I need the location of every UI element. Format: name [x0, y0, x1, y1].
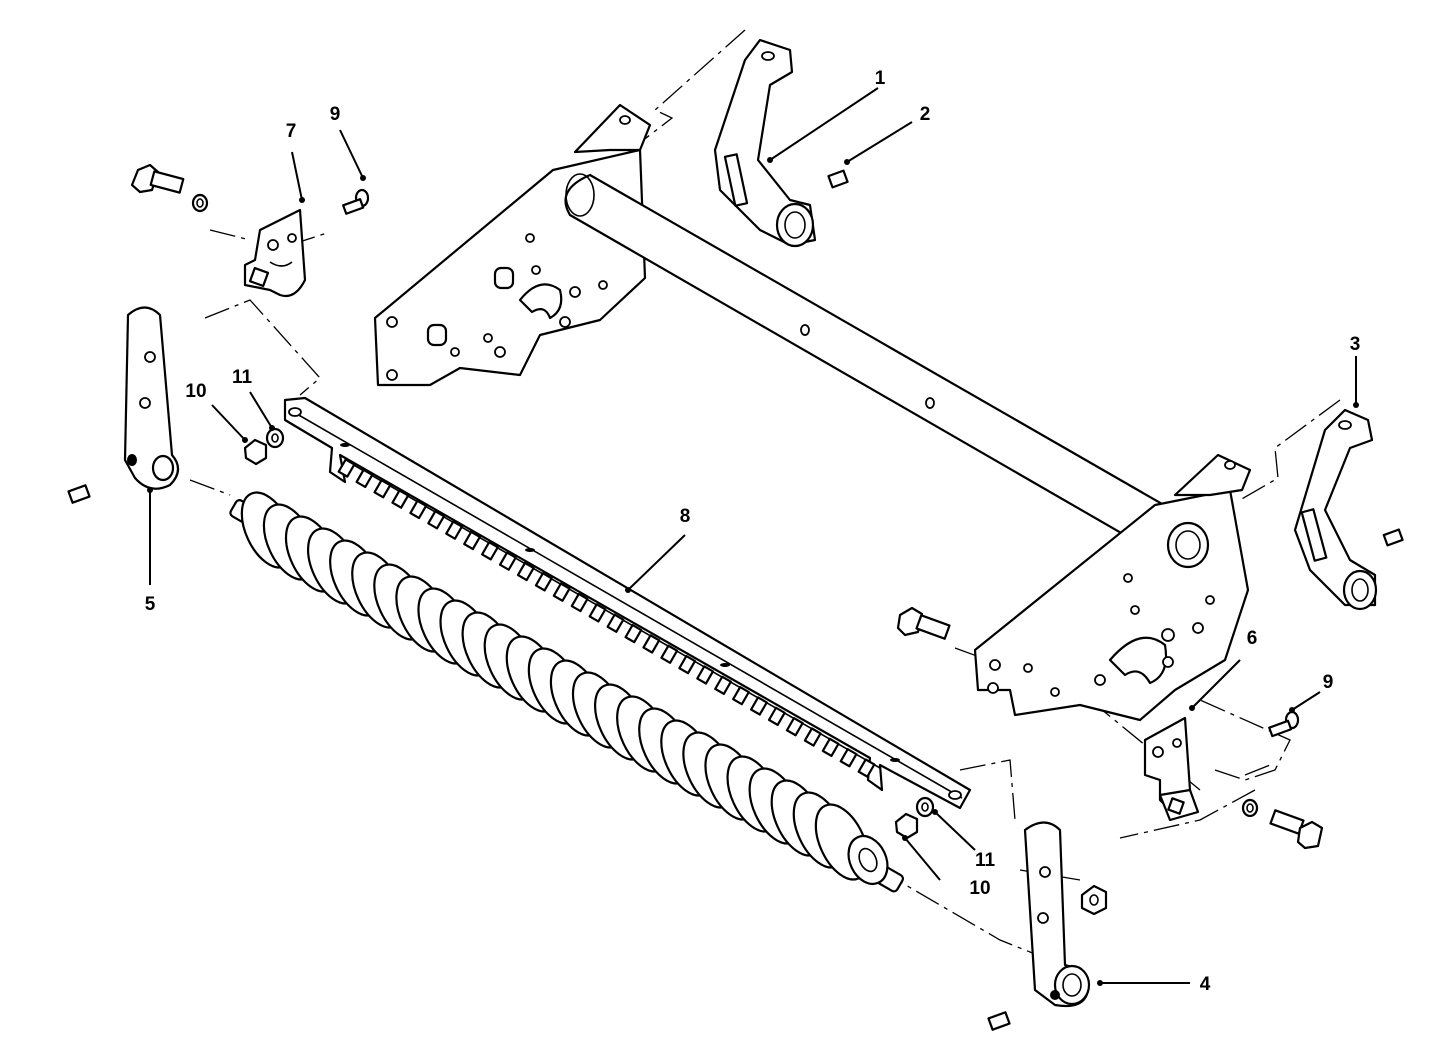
callout-9-right: 9 [1323, 672, 1334, 693]
callout-10-right: 10 [969, 878, 990, 899]
bar-tooth [534, 572, 553, 592]
bar-tooth [445, 520, 464, 540]
part-11-washer-left [265, 427, 285, 449]
roller-discs [240, 491, 870, 881]
bar-tooth [785, 717, 804, 737]
part-10-nut-left [243, 438, 268, 466]
part-5-roller-arm [123, 306, 180, 490]
bar-tooth [821, 737, 840, 758]
bar-tooth [714, 675, 732, 695]
bar-tooth [391, 489, 410, 509]
bar-tooth [409, 499, 428, 520]
callout-7: 7 [286, 121, 297, 142]
callout-3: 3 [1350, 334, 1361, 355]
callout-11-left: 11 [232, 367, 253, 388]
grease-fitting-left [67, 484, 91, 504]
bar-tooth [355, 468, 374, 489]
part-3-adjuster-arm [1293, 408, 1378, 611]
callout-4: 4 [1200, 974, 1211, 995]
callout-5: 5 [145, 594, 156, 615]
bar-tooth [606, 613, 625, 633]
callout-9-top: 9 [330, 104, 341, 125]
callout-8: 8 [680, 506, 691, 527]
bar-tooth [678, 654, 697, 675]
bar-tooth [481, 541, 499, 561]
cap-screw-middle [896, 606, 951, 640]
callout-11-right: 11 [975, 850, 996, 871]
bar-tooth [660, 644, 679, 664]
hardware [67, 163, 1404, 1031]
part-4-roller-arm [1023, 821, 1091, 1008]
bar-tooth [570, 592, 589, 613]
bar-tooth [498, 551, 517, 571]
bar-tooth [732, 685, 750, 706]
main-cross-tube [564, 173, 1192, 562]
part-7-bracket [243, 208, 307, 298]
bar-tooth [749, 696, 768, 716]
left-side-plate [373, 103, 652, 387]
bar-tooth [767, 706, 786, 727]
grease-fitting-bottom [987, 1011, 1011, 1031]
part-11-washer-right [915, 796, 935, 818]
bar-tooth [552, 582, 571, 602]
cap-screw-right [1269, 809, 1324, 850]
right-side-plate [973, 453, 1252, 722]
bar-tooth [463, 530, 481, 551]
part-9-screw-right [1268, 710, 1300, 738]
grooved-roller [229, 491, 904, 893]
bar-tooth [803, 727, 822, 747]
callout-labels: 1 2 3 4 5 6 7 8 9 9 10 10 11 11 [145, 68, 1361, 995]
bar-tooth [624, 623, 643, 644]
part-9-screw-top [342, 188, 370, 215]
part-2-grease-fitting [827, 169, 849, 189]
part-8-scraper-bar [283, 396, 972, 810]
callout-10-left: 10 [185, 381, 206, 402]
lock-washer-right [1241, 798, 1259, 818]
part-10-nut-right [894, 812, 919, 840]
callout-6: 6 [1247, 628, 1258, 649]
bar-tooth [696, 665, 715, 685]
grease-fitting-right-arm [1382, 528, 1404, 547]
cap-screw-left [130, 163, 209, 213]
part-6-bracket [1143, 716, 1200, 822]
nut-arm-right [1080, 884, 1108, 916]
callout-2: 2 [920, 104, 931, 125]
scraper-bar-teeth [337, 458, 876, 778]
bar-tooth [427, 510, 446, 530]
callout-1: 1 [875, 68, 886, 89]
bar-tooth [588, 603, 607, 623]
bar-tooth [857, 758, 876, 778]
bar-tooth [516, 561, 535, 582]
part-1-adjuster-arm [713, 38, 817, 248]
leader-lines [147, 87, 1359, 986]
bar-tooth [839, 748, 858, 768]
bar-tooth [337, 458, 356, 478]
bar-tooth [373, 479, 392, 499]
bar-tooth [642, 634, 661, 654]
